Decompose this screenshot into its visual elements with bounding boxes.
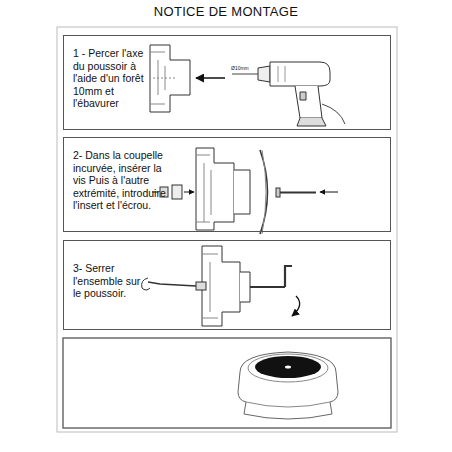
result-panel: [63, 338, 391, 428]
step-text: 3- Serrer l'ensemble sur le poussoir.: [73, 262, 143, 300]
title: NOTICE DE MONTAGE: [0, 4, 452, 19]
outer-frame: [57, 27, 397, 432]
step-panel: 3- Serrer l'ensemble sur le poussoir.: [63, 240, 391, 330]
step-panel: 2- Dans la coupelle incurvée, insérer la…: [63, 137, 391, 232]
step-text: 2- Dans la coupelle incurvée, insérer la…: [73, 149, 169, 212]
step-panel: 1 - Percer l'axe du poussoir à l'aide d'…: [63, 35, 391, 130]
step-text: 1 - Percer l'axe du poussoir à l'aide d'…: [73, 47, 157, 110]
dimension-label: Ø10mm: [231, 65, 249, 71]
